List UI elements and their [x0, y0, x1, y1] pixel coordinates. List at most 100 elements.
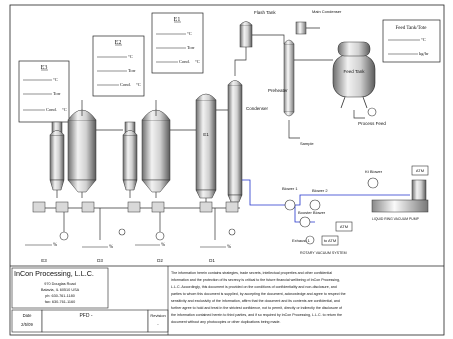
- pump-icon: [81, 201, 95, 213]
- stream-box-e2-cond-label: Cond.: [120, 82, 131, 87]
- feed-tank: Feed Tank: [332, 41, 376, 109]
- stream-box-e3: E3 °C Torr Cond. °C: [18, 60, 70, 123]
- company-name: InCon Processing, L.L.C.: [14, 269, 94, 278]
- disclaimer-line: information and the protection of its se…: [171, 278, 340, 282]
- stream-box-e1: E1 °C Torr Cond. °C: [151, 12, 204, 74]
- title-block: InCon Processing, L.L.C. 970 Douglas Roa…: [10, 265, 444, 335]
- outlet-label: D1: [209, 258, 215, 263]
- outlet-label: E3: [41, 258, 47, 263]
- evaporator-e2: [122, 121, 138, 191]
- vacuum-pump-tank: [411, 179, 427, 201]
- condenser-label: Condenser: [246, 106, 269, 111]
- bottom-outlet-labels: E3 D3 D2 D1: [41, 258, 215, 263]
- address-line: 970 Douglas Road: [44, 282, 75, 286]
- stream-box-e1-cond-label: Cond.: [179, 59, 190, 64]
- pump-icon: [225, 201, 239, 213]
- stream-box-e1-title: E1: [174, 17, 181, 23]
- preheater-label: Preheater: [268, 88, 288, 93]
- separator-e3: [67, 109, 97, 193]
- blower-2-icon: [309, 199, 321, 211]
- main-condenser-label: Main Condenser: [312, 9, 342, 14]
- address-line: Batavia, IL 60510 USA: [41, 288, 80, 292]
- stream-box-e1-temp-unit: °C: [187, 31, 192, 36]
- disclaimer-line: The information herein contains strategi…: [171, 271, 332, 275]
- atm-top-box: [411, 165, 429, 176]
- address-line: ph: 630-761-1180: [45, 294, 75, 298]
- blower-system: Blower 1 Blower 2 Booster Blower Exhaust…: [282, 165, 429, 255]
- atm-1-label: ATM: [416, 168, 424, 173]
- process-feed-label: Process Feed: [358, 121, 386, 126]
- k-blower-icon: [367, 177, 379, 189]
- flash-tank-label: Flash Tank: [254, 10, 276, 15]
- exhaust-1-label: Exhaust 1: [292, 238, 311, 243]
- stream-box-e2-press-unit: Torr: [128, 68, 136, 73]
- feed-tank-box: Feed Tank/Tote °C kg/hr: [382, 19, 441, 63]
- date-value: 2/5/09: [21, 322, 33, 327]
- outlet-label: D3: [97, 258, 103, 263]
- percent-d3: %: [109, 245, 113, 250]
- drawing-border: [9, 4, 445, 336]
- drawing-title: PFD -: [79, 313, 92, 319]
- atm-box: [321, 235, 339, 246]
- main-condenser: Main Condenser: [295, 9, 342, 35]
- pump-icon: [151, 201, 165, 213]
- atm-3-label: to ATM: [324, 238, 336, 243]
- atm-2-label: ATM: [340, 224, 348, 229]
- pump-icon: [55, 201, 69, 213]
- evaporator-e1-label: E1: [203, 132, 209, 137]
- pump-icon: [199, 201, 213, 213]
- stream-box-e1-cond-unit: °C: [195, 59, 200, 64]
- pumps-row: [32, 201, 239, 213]
- condenser-column: Condenser: [227, 80, 269, 203]
- outlet-label: D2: [157, 258, 163, 263]
- stream-box-e3-temp-unit: °C: [53, 77, 58, 82]
- process-feed-pump-icon: [367, 107, 377, 117]
- feed-box-title: Feed Tank/Tote: [395, 26, 427, 31]
- stream-box-e2-title: E2: [115, 40, 122, 46]
- percent-readouts: % % % %: [25, 243, 231, 250]
- stream-box-e2: E2 °C Torr Cond. °C: [92, 35, 145, 97]
- revision-value: -: [157, 322, 159, 327]
- booster-blower-icon: [299, 216, 311, 228]
- vacuum-line: [242, 179, 410, 206]
- sample-label: Sample: [300, 141, 314, 146]
- feed-box-unit-2: kg/hr: [419, 51, 429, 56]
- percent-d2: %: [161, 243, 165, 248]
- blower-2-label: Blower 2: [312, 188, 328, 193]
- liquid-ring-pump-skid: [371, 199, 429, 213]
- disclaimer-line: document without any photocopies or othe…: [171, 320, 280, 324]
- date-label: Date: [23, 313, 33, 318]
- stream-box-e2-temp-unit: °C: [128, 54, 133, 59]
- k-blower-label: Kt Blower: [365, 169, 383, 174]
- flash-tank: Flash Tank: [239, 10, 276, 48]
- disclaimer-line: parties to whom this document is supplie…: [171, 292, 346, 296]
- percent-d1: %: [227, 245, 231, 250]
- preheater: Preheater: [268, 39, 295, 117]
- pump-icon: [127, 201, 141, 213]
- feed-tank-label: Feed Tank: [344, 69, 366, 74]
- evaporator-e1: E1: [195, 93, 217, 199]
- blower-1-label: Blower 1: [282, 186, 298, 191]
- stream-box-e3-press-unit: Torr: [53, 91, 61, 96]
- booster-blower-label: Booster Blower: [298, 210, 326, 215]
- revision-label: Revision: [150, 313, 165, 318]
- separator-e2: [141, 109, 171, 193]
- rotary-vac-label: ROTARY VACUUM SYSTEM: [300, 251, 347, 255]
- atm-right-box: [335, 221, 353, 232]
- evaporator-e3: [49, 121, 65, 191]
- blower-1-icon: [284, 199, 296, 211]
- sample-bulbs: [59, 228, 236, 241]
- address-line: fax: 630-761-1160: [45, 300, 76, 304]
- pump-icon: [32, 201, 46, 213]
- percent-e3: %: [53, 243, 57, 248]
- disclaimer-line: further agree to hold and treat in the s…: [171, 306, 342, 310]
- pump-caption: LIQUID RING VACUUM PUMP: [372, 217, 420, 221]
- stream-box-e3-title: E3: [41, 65, 48, 71]
- disclaimer-line: the information contained herein to thir…: [171, 313, 342, 317]
- stream-box-e2-cond-unit: °C: [136, 82, 141, 87]
- disclaimer-line: sensitivity and exclusivity of the infor…: [171, 299, 340, 303]
- exhaust-icon: [305, 235, 315, 245]
- disclaimer-line: L.L.C. Accordingly, this document is pro…: [171, 285, 337, 289]
